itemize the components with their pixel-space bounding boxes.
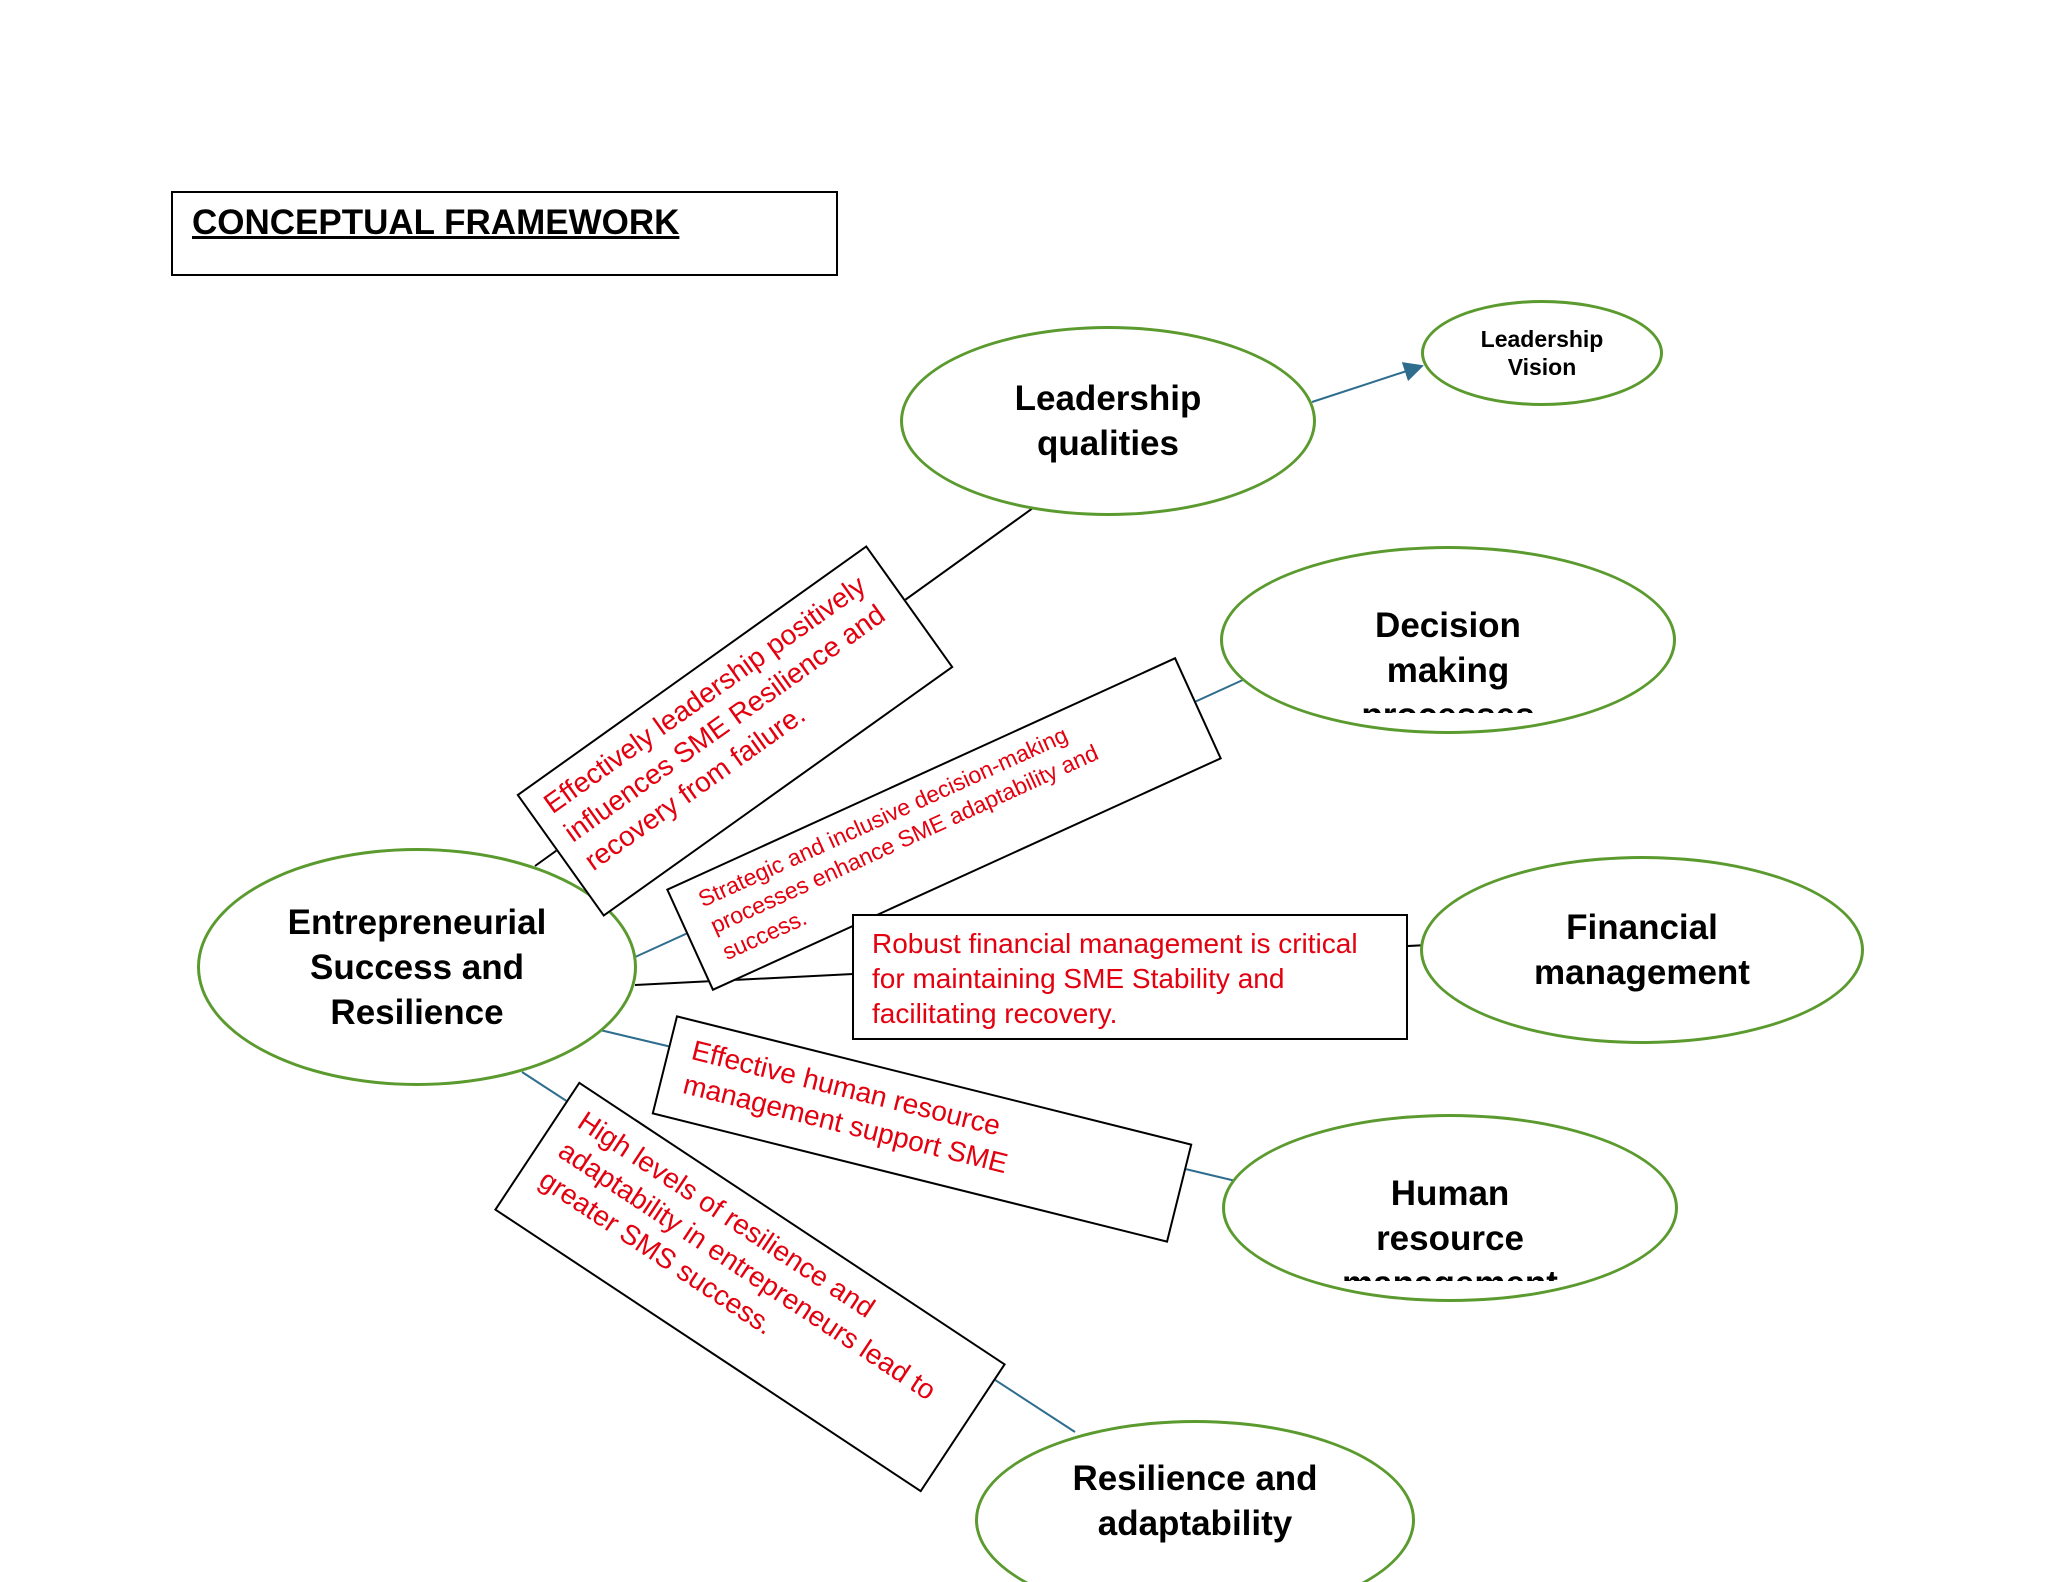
page-title: CONCEPTUAL FRAMEWORK bbox=[192, 203, 680, 242]
node-decision-making: Decision making processes bbox=[1220, 546, 1676, 734]
node-leadership-qualities-label: Leadership qualities bbox=[1014, 379, 1202, 463]
node-entrepreneurial-success-label: Entrepreneurial Success and Resilience bbox=[287, 902, 547, 1032]
node-entrepreneurial-success: Entrepreneurial Success and Resilience bbox=[197, 848, 637, 1086]
node-financial-management: Financial management bbox=[1420, 856, 1864, 1044]
node-decision-making-label: Decision making processes bbox=[1361, 606, 1534, 713]
node-human-resource-label: Human resource management bbox=[1342, 1174, 1558, 1281]
note-financial: Robust financial management is critical … bbox=[852, 914, 1408, 1040]
node-resilience-adaptability: Resilience and adaptability bbox=[975, 1420, 1415, 1582]
title-box: CONCEPTUAL FRAMEWORK bbox=[171, 191, 838, 276]
node-leadership-vision: Leadership Vision bbox=[1421, 300, 1663, 406]
arrow-leadership-to-vision bbox=[1311, 362, 1424, 403]
node-human-resource: Human resource management bbox=[1222, 1114, 1678, 1302]
node-leadership-vision-label: Leadership Vision bbox=[1480, 326, 1604, 380]
node-resilience-adaptability-label: Resilience and adaptability bbox=[1072, 1459, 1318, 1543]
node-leadership-qualities: Leadership qualities bbox=[900, 326, 1316, 516]
node-financial-management-label: Financial management bbox=[1534, 908, 1750, 992]
